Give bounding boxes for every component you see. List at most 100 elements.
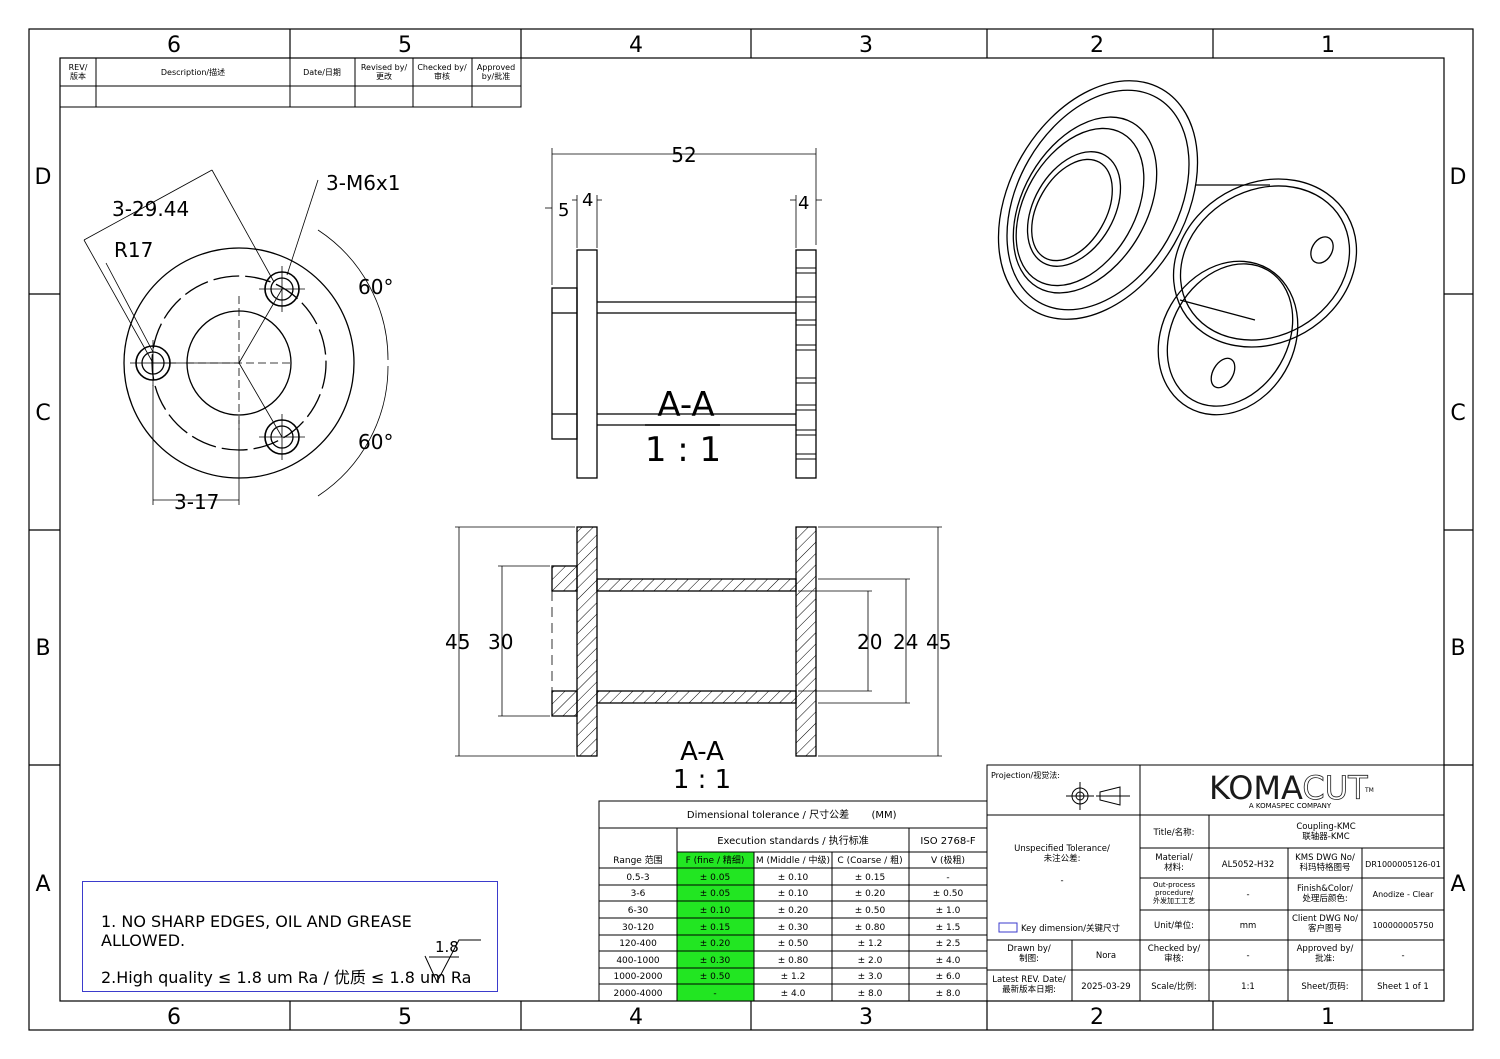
projection-label: Projection/视觉法: bbox=[991, 770, 1060, 780]
dim-left-flange: 4 bbox=[582, 190, 593, 211]
section-label-2: A-A bbox=[680, 737, 724, 767]
tolerance-column-header: F (fine / 精细) bbox=[686, 854, 745, 866]
checked-by-value: - bbox=[1246, 951, 1249, 961]
svg-text:KOMACUT: KOMACUT bbox=[1209, 769, 1368, 807]
latest-rev-label: Latest REV. Date/最新版本日期: bbox=[992, 975, 1066, 995]
dim-right-bore: 20 bbox=[857, 630, 882, 654]
unit-label: Unit/单位: bbox=[1154, 920, 1194, 931]
col-label-top: 5 bbox=[398, 33, 412, 58]
dim-radius: R17 bbox=[114, 238, 153, 262]
tolerance-cell: ± 1.5 bbox=[936, 923, 961, 933]
tolerance-cell: - bbox=[713, 989, 716, 999]
side-view: 52 5 4 4 A-A 1 : 1 bbox=[545, 143, 822, 479]
col-label-bottom: 6 bbox=[167, 1005, 181, 1030]
tolerance-cell: ± 3.0 bbox=[858, 972, 883, 982]
unspecified-tolerance-value: - bbox=[1060, 876, 1063, 886]
dim-pcd: 3-29.44 bbox=[112, 197, 189, 221]
rev-header-revised: Revised by/更改 bbox=[361, 63, 408, 81]
tolerance-unit: (MM) bbox=[871, 810, 896, 821]
row-label-left: C bbox=[35, 401, 50, 426]
tolerance-table: Dimensional tolerance / 尺寸公差 (MM) Execut… bbox=[598, 800, 988, 1002]
tolerance-cell: ± 0.50 bbox=[933, 889, 964, 899]
unit-value: mm bbox=[1240, 921, 1257, 931]
kms-dwg-value: DR1000005126-01 bbox=[1365, 860, 1441, 869]
tolerance-cell: 3-6 bbox=[631, 889, 646, 899]
material-label: Material/材料: bbox=[1155, 853, 1193, 873]
kms-dwg-label: KMS DWG No/科玛特格图号 bbox=[1295, 853, 1355, 873]
col-label-bottom: 1 bbox=[1321, 1005, 1335, 1030]
dim-right-flange: 4 bbox=[798, 193, 809, 214]
tolerance-cell: ± 1.0 bbox=[936, 906, 961, 916]
tolerance-column-header: M (Middle / 中级) bbox=[756, 854, 830, 866]
dim-left-outer: 45 bbox=[445, 630, 470, 654]
roughness-symbol-icon bbox=[424, 939, 481, 984]
col-label-bottom: 3 bbox=[859, 1005, 873, 1030]
iso-standard: ISO 2768-F bbox=[920, 836, 975, 847]
tolerance-cell: ± 0.30 bbox=[700, 956, 731, 966]
tolerance-cell: ± 0.15 bbox=[855, 873, 885, 883]
key-dimension-label: Key dimension/关键尺寸 bbox=[1021, 923, 1121, 934]
approved-by-value: - bbox=[1401, 951, 1404, 961]
col-label-top: 6 bbox=[167, 33, 181, 58]
projection-symbol-icon bbox=[1066, 782, 1130, 810]
row-label-left: B bbox=[35, 636, 50, 661]
tolerance-title: Dimensional tolerance / 尺寸公差 bbox=[687, 808, 849, 821]
tolerance-cell: ± 0.80 bbox=[855, 923, 886, 933]
tolerance-cell: ± 0.20 bbox=[778, 906, 809, 916]
tolerance-cell: ± 0.10 bbox=[778, 889, 809, 899]
dim-hole-offset: 3-17 bbox=[174, 490, 219, 514]
sheet-label: Sheet/页码: bbox=[1301, 982, 1348, 992]
row-label-right: B bbox=[1450, 636, 1465, 661]
outprocess-value: - bbox=[1246, 890, 1249, 900]
col-label-top: 3 bbox=[859, 33, 873, 58]
rev-header-date: Date/日期 bbox=[303, 68, 341, 77]
row-label-left: D bbox=[35, 165, 52, 190]
logo-cut: CUT bbox=[1302, 769, 1368, 807]
col-label-bottom: 2 bbox=[1090, 1005, 1104, 1030]
scale-label: Scale/比例: bbox=[1151, 981, 1197, 992]
tolerance-cell: ± 0.05 bbox=[700, 889, 730, 899]
note-line-1: 1. NO SHARP EDGES, OIL AND GREASE ALLOWE… bbox=[101, 912, 412, 950]
section-view: 45 30 20 24 45 A-A 1 : 1 bbox=[445, 526, 951, 795]
tolerance-cell: 6-30 bbox=[628, 906, 649, 916]
isometric-view bbox=[997, 80, 1358, 416]
key-dimension-box bbox=[998, 922, 1018, 933]
logo-subtitle: A KOMASPEC COMPANY bbox=[1249, 802, 1332, 810]
section-scale: 1 : 1 bbox=[645, 430, 721, 470]
col-label-bottom: 5 bbox=[398, 1005, 412, 1030]
tolerance-cell: ± 1.2 bbox=[781, 972, 806, 982]
tolerance-cell: ± 6.0 bbox=[936, 972, 961, 982]
material-value: AL5052-H32 bbox=[1222, 860, 1274, 870]
tolerance-cell: ± 0.80 bbox=[778, 956, 809, 966]
tolerance-cell: ± 4.0 bbox=[936, 956, 961, 966]
title-block: Projection/视觉法: KOMACUT TM A KOMASPEC CO… bbox=[986, 764, 1445, 1002]
logo-koma: KOMA bbox=[1209, 769, 1303, 807]
tolerance-cell: 120-400 bbox=[619, 939, 657, 949]
approved-by-label: Approved by/批准: bbox=[1297, 944, 1354, 964]
row-label-left: A bbox=[35, 872, 50, 897]
tolerance-cell: 1000-2000 bbox=[613, 972, 662, 982]
tolerance-cell: ± 8.0 bbox=[936, 989, 961, 999]
zone-labels: 6 5 4 3 2 1 6 5 4 3 2 1 D C B A D C B A bbox=[35, 33, 1467, 1030]
dim-right-mid: 24 bbox=[893, 630, 918, 654]
tolerance-cell: ± 0.10 bbox=[778, 873, 809, 883]
client-dwg-value: 100000005750 bbox=[1372, 921, 1433, 930]
col-label-top: 2 bbox=[1090, 33, 1104, 58]
title-label: Title/名称: bbox=[1153, 827, 1195, 838]
note-line-2: 2.High quality ≤ 1.8 um Ra / 优质 ≤ 1.8 um… bbox=[101, 968, 472, 987]
latest-rev-value: 2025-03-29 bbox=[1081, 982, 1130, 992]
scale-value: 1:1 bbox=[1241, 982, 1255, 992]
checked-by-label: Checked by/审核: bbox=[1148, 944, 1201, 964]
notes-box: 1. NO SHARP EDGES, OIL AND GREASE ALLOWE… bbox=[82, 881, 498, 992]
tolerance-cell: ± 0.10 bbox=[700, 906, 731, 916]
komacut-logo: KOMACUT TM A KOMASPEC COMPANY bbox=[1209, 769, 1374, 810]
tolerance-cell: - bbox=[946, 873, 949, 883]
col-label-top: 4 bbox=[629, 33, 643, 58]
tolerance-cell: ± 0.50 bbox=[855, 906, 886, 916]
dim-right-outer: 45 bbox=[926, 630, 951, 654]
dim-left-inner: 30 bbox=[488, 630, 513, 654]
tolerance-cell: ± 0.20 bbox=[855, 889, 886, 899]
